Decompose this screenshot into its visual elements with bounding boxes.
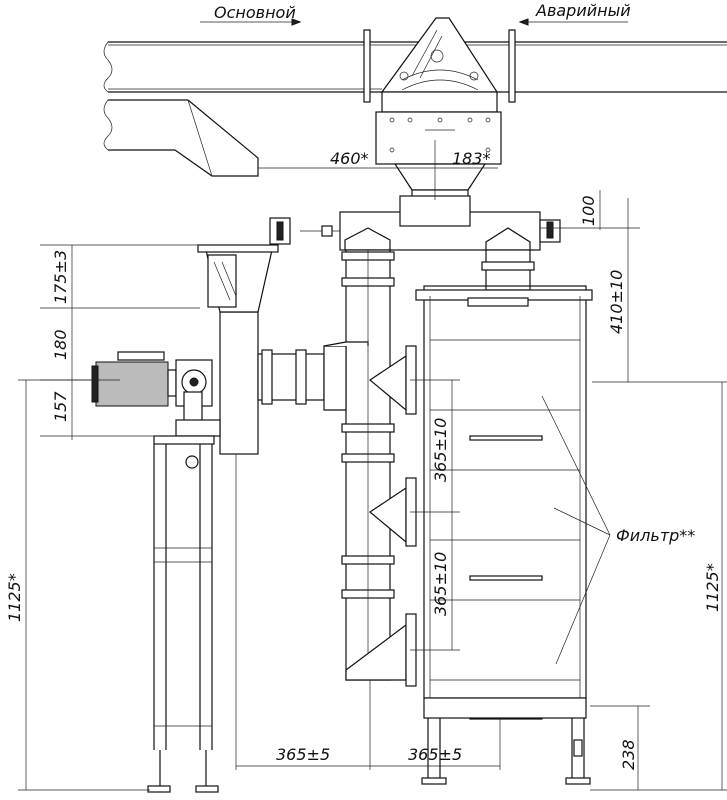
dim-365-5-left: 365±5 — [276, 745, 330, 764]
filter-label: Фильтр** — [616, 526, 695, 545]
fan-unit — [197, 244, 369, 455]
dim-365-lower: 365±10 — [431, 552, 450, 616]
dim-175: 175±3 — [51, 250, 70, 304]
switch-valve — [380, 17, 499, 113]
dim-183: 183* — [452, 149, 491, 168]
dim-238: 238 — [619, 739, 638, 770]
riser-pipe — [341, 227, 395, 681]
filter-housing — [415, 285, 593, 785]
dim-460: 460* — [330, 149, 369, 168]
emergency-line-label: Аварийный — [535, 1, 631, 20]
dim-365-upper: 365±10 — [431, 418, 450, 482]
dim-180: 180 — [51, 329, 70, 360]
dim-410: 410±10 — [607, 270, 626, 334]
dim-157: 157 — [51, 391, 70, 422]
dim-1125-left: 1125* — [5, 573, 24, 622]
dimension-lines — [18, 18, 727, 791]
dim-1125-right: 1125* — [703, 563, 722, 612]
main-duct — [103, 29, 727, 103]
filter-inlet — [481, 227, 535, 291]
motor — [91, 351, 221, 469]
hopper — [375, 111, 502, 203]
dim-100: 100 — [579, 195, 598, 226]
inlet-duct — [103, 99, 259, 177]
dim-365-5-right: 365±5 — [408, 745, 462, 764]
support-stand — [147, 435, 219, 793]
main-line-label: Основной — [214, 3, 296, 22]
